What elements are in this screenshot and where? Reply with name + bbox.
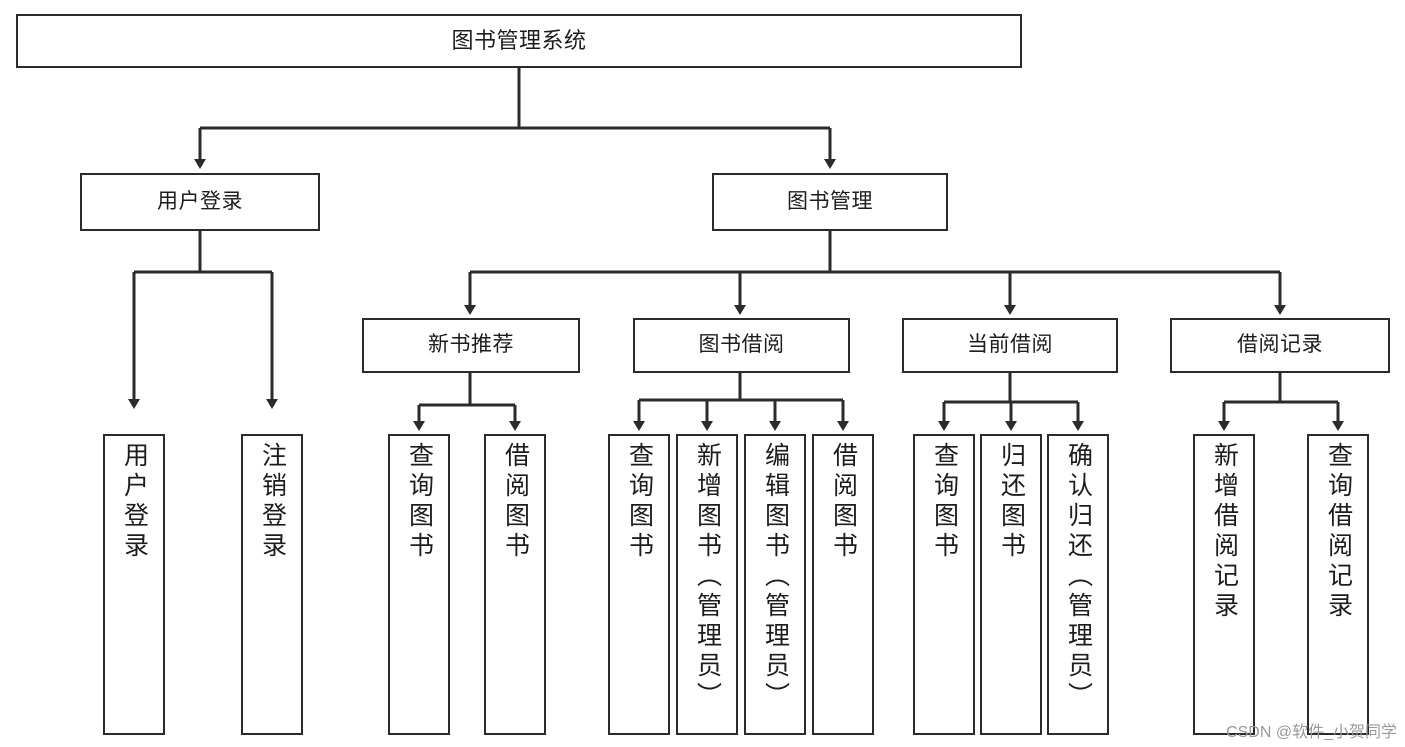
node-book-borrow-label: 图书借阅 <box>698 333 785 357</box>
node-new-book-recommend-label: 新书推荐 <box>428 333 514 357</box>
leaf-borrow-book-2[interactable]: 借阅图书 <box>812 434 874 735</box>
node-root[interactable]: 图书管理系统 <box>16 14 1022 68</box>
node-current-borrow[interactable]: 当前借阅 <box>902 318 1118 373</box>
leaf-add-book-label: 新增图书（管理员） <box>693 442 722 712</box>
leaf-edit-book[interactable]: 编辑图书（管理员） <box>744 434 806 735</box>
leaf-borrow-book-1-label: 借阅图书 <box>501 442 530 562</box>
leaf-return-book[interactable]: 归还图书 <box>980 434 1042 735</box>
node-book-manage[interactable]: 图书管理 <box>712 173 948 231</box>
node-user-login-label: 用户登录 <box>157 189 243 213</box>
leaf-query-borrow-record-label: 查询借阅记录 <box>1324 442 1353 622</box>
node-root-label: 图书管理系统 <box>451 28 587 54</box>
node-current-borrow-label: 当前借阅 <box>967 333 1053 357</box>
leaf-query-book-1-label: 查询图书 <box>405 442 434 562</box>
node-book-manage-label: 图书管理 <box>787 189 873 213</box>
leaf-query-book-2-label: 查询图书 <box>625 442 654 562</box>
leaf-logout-label: 注销登录 <box>258 442 287 562</box>
node-user-login[interactable]: 用户登录 <box>80 173 320 231</box>
leaf-logout[interactable]: 注销登录 <box>241 434 303 735</box>
leaf-borrow-book-1[interactable]: 借阅图书 <box>484 434 546 735</box>
leaf-query-borrow-record[interactable]: 查询借阅记录 <box>1307 434 1369 735</box>
csdn-watermark: CSDN @软件_小贺同学 <box>1226 724 1397 741</box>
leaf-confirm-return[interactable]: 确认归还（管理员） <box>1047 434 1109 735</box>
leaf-add-borrow-record-label: 新增借阅记录 <box>1210 442 1239 622</box>
leaf-query-book-2[interactable]: 查询图书 <box>608 434 670 735</box>
node-borrow-record[interactable]: 借阅记录 <box>1170 318 1390 373</box>
leaf-query-book-3[interactable]: 查询图书 <box>913 434 975 735</box>
leaf-query-book-3-label: 查询图书 <box>930 442 959 562</box>
leaf-user-login-label: 用户登录 <box>120 442 149 562</box>
leaf-edit-book-label: 编辑图书（管理员） <box>761 442 790 712</box>
leaf-return-book-label: 归还图书 <box>997 442 1026 562</box>
node-book-borrow[interactable]: 图书借阅 <box>633 318 850 373</box>
leaf-add-book[interactable]: 新增图书（管理员） <box>676 434 738 735</box>
leaf-query-book-1[interactable]: 查询图书 <box>388 434 450 735</box>
leaf-borrow-book-2-label: 借阅图书 <box>829 442 858 562</box>
leaf-add-borrow-record[interactable]: 新增借阅记录 <box>1193 434 1255 735</box>
node-borrow-record-label: 借阅记录 <box>1237 333 1323 357</box>
leaf-confirm-return-label: 确认归还（管理员） <box>1064 442 1093 712</box>
node-new-book-recommend[interactable]: 新书推荐 <box>362 318 580 373</box>
leaf-user-login[interactable]: 用户登录 <box>103 434 165 735</box>
